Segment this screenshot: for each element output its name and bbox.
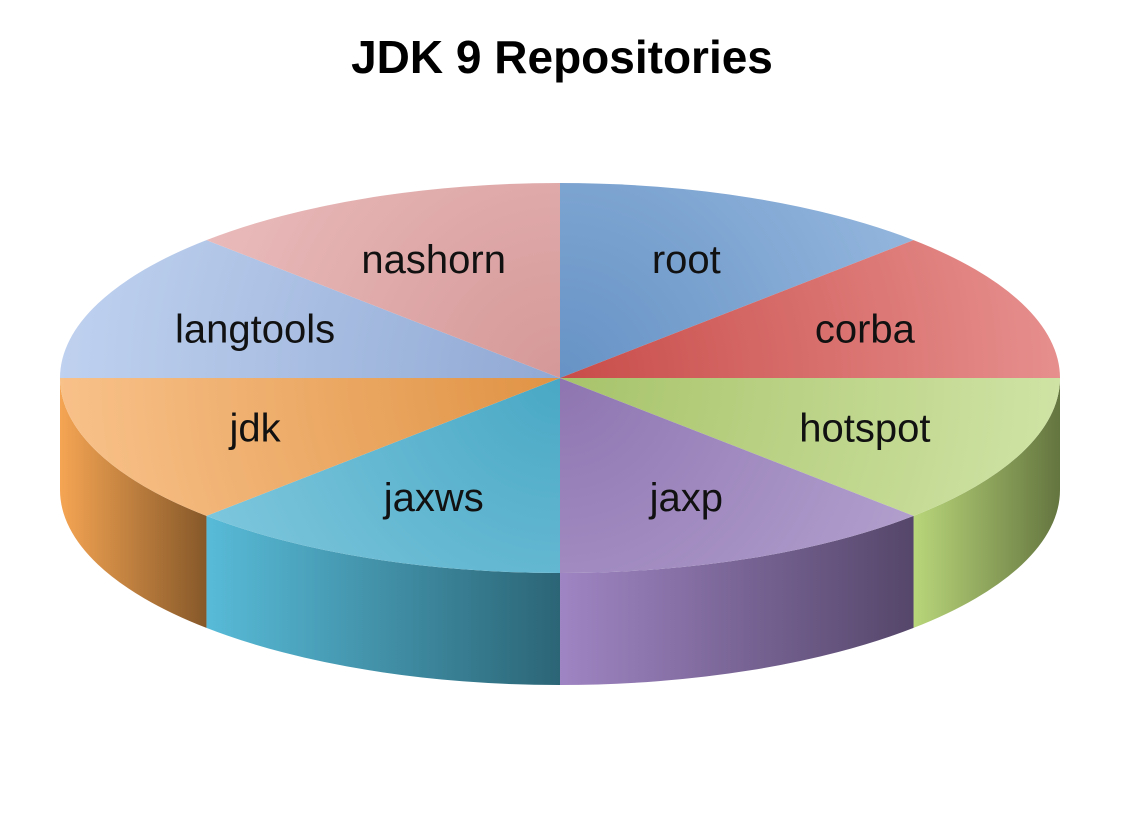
slice-label-jdk: jdk bbox=[229, 406, 282, 450]
pie-side-jaxws bbox=[206, 515, 561, 685]
chart-title: JDK 9 Repositories bbox=[351, 31, 773, 83]
pie-side-jdk bbox=[60, 378, 207, 628]
pie-slice-corba bbox=[560, 240, 1060, 378]
pie-labels: root corba hotspot jaxp jaxws jdk langtools nas… bbox=[175, 238, 930, 520]
pie-side-jaxp bbox=[560, 515, 914, 685]
slice-label-root: root bbox=[652, 238, 721, 282]
slice-label-jaxp: jaxp bbox=[649, 476, 723, 520]
pie-slice-jdk bbox=[60, 378, 560, 516]
slice-label-jaxws: jaxws bbox=[383, 476, 484, 520]
pie-slice-root bbox=[560, 183, 914, 378]
pie-slice-nashorn bbox=[206, 183, 561, 378]
pie-slice-langtools bbox=[60, 240, 560, 378]
slice-label-nashorn: nashorn bbox=[361, 238, 506, 282]
pie-slice-jaxws bbox=[206, 378, 561, 573]
pie-sides bbox=[60, 378, 1060, 685]
pie-side-hotspot bbox=[913, 378, 1060, 628]
pie-slices bbox=[60, 183, 1060, 573]
slice-label-corba: corba bbox=[815, 308, 916, 352]
pie-slice-hotspot bbox=[560, 378, 1060, 516]
pie-slice-jaxp bbox=[560, 378, 914, 573]
slice-label-hotspot: hotspot bbox=[799, 406, 930, 450]
slice-label-langtools: langtools bbox=[175, 308, 335, 352]
